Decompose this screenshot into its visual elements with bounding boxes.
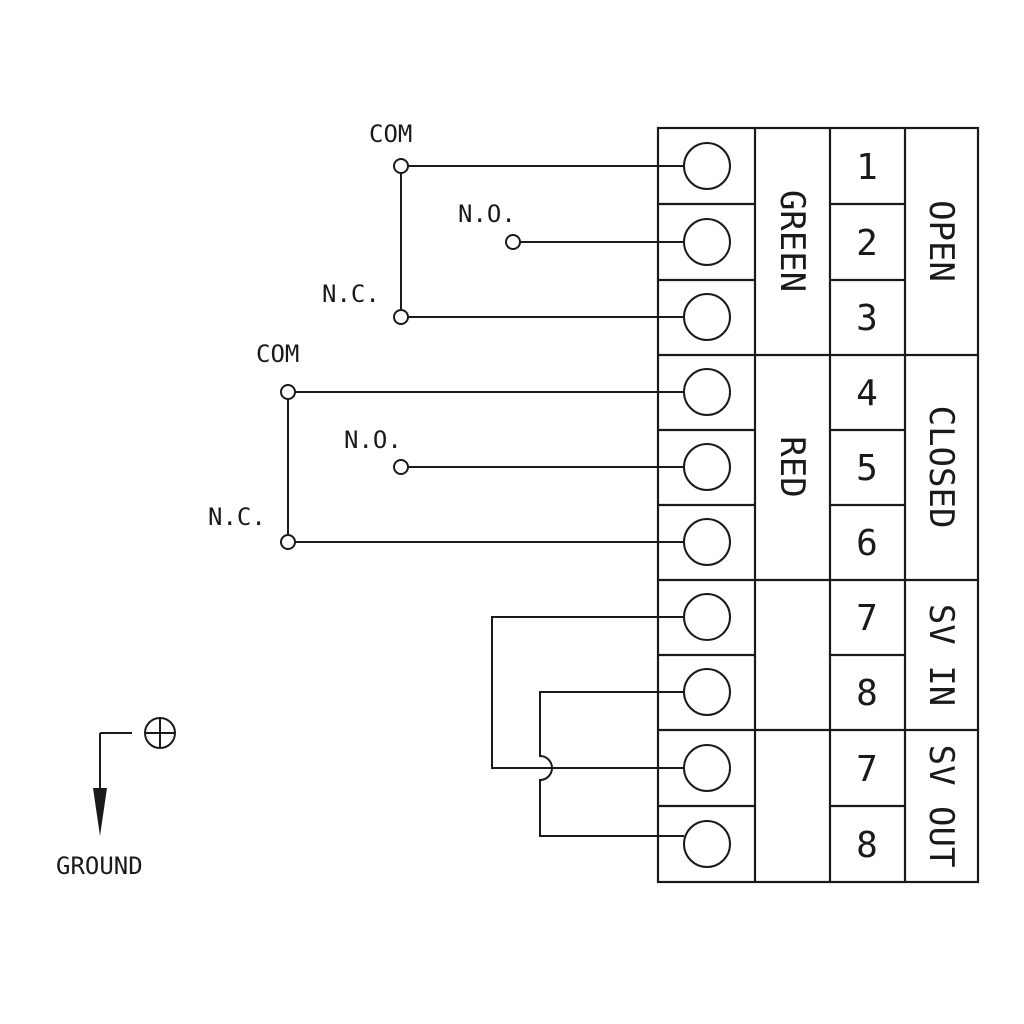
terminal-number: 4 — [856, 373, 878, 414]
terminal-6-screw — [683, 518, 731, 566]
com-node — [393, 158, 409, 174]
terminal-7-screw — [683, 593, 731, 641]
ground-arrow-icon — [93, 788, 107, 836]
terminal-5-screw — [683, 443, 731, 491]
com-label: COM — [256, 340, 299, 368]
com-node — [280, 384, 296, 400]
function-labels: OPEN CLOSED SV IN SV OUT — [921, 200, 961, 867]
function-closed: CLOSED — [921, 406, 961, 529]
terminal-number: 6 — [856, 523, 878, 564]
ground-label: GROUND — [56, 852, 143, 880]
com-label: COM — [369, 120, 412, 148]
nc-label: N.C. — [208, 503, 266, 531]
terminal-number: 7 — [856, 598, 878, 639]
nc-node — [393, 309, 409, 325]
no-node — [505, 234, 521, 250]
ground-symbol: GROUND — [56, 717, 176, 880]
wire-color-red: RED — [772, 436, 812, 497]
terminal-number: 3 — [856, 298, 878, 339]
terminal-1-screw — [683, 142, 731, 190]
terminal-number: 8 — [856, 825, 878, 866]
function-sv-in: SV IN — [921, 604, 961, 706]
terminal-2-screw — [683, 218, 731, 266]
terminal-number: 5 — [856, 448, 878, 489]
terminal-8-screw — [683, 668, 731, 716]
no-label: N.O. — [344, 426, 402, 454]
terminal-7b-screw — [683, 744, 731, 792]
wire-color-labels: GREEN RED — [772, 190, 812, 498]
terminal-8b-screw — [683, 820, 731, 868]
nc-node — [280, 534, 296, 550]
wire-color-green: GREEN — [772, 190, 812, 292]
terminal-block — [656, 126, 980, 884]
terminal-number: 7 — [856, 749, 878, 790]
nc-label: N.C. — [322, 280, 380, 308]
terminal-3-screw — [683, 293, 731, 341]
no-label: N.O. — [458, 200, 516, 228]
function-sv-out: SV OUT — [921, 745, 961, 868]
terminal-number: 1 — [856, 147, 878, 188]
terminal-4-screw — [683, 368, 731, 416]
sv-jumpers — [491, 616, 684, 837]
switch-closed: COM N.O. N.C. — [208, 340, 684, 550]
switch-open: COM N.O. N.C. — [322, 120, 684, 325]
screw-terminals — [683, 142, 731, 868]
terminal-number: 8 — [856, 673, 878, 714]
terminal-numbers: 1 2 3 4 5 6 7 8 7 8 — [856, 147, 878, 866]
no-node — [393, 459, 409, 475]
function-open: OPEN — [921, 200, 961, 282]
terminal-number: 2 — [856, 223, 878, 264]
